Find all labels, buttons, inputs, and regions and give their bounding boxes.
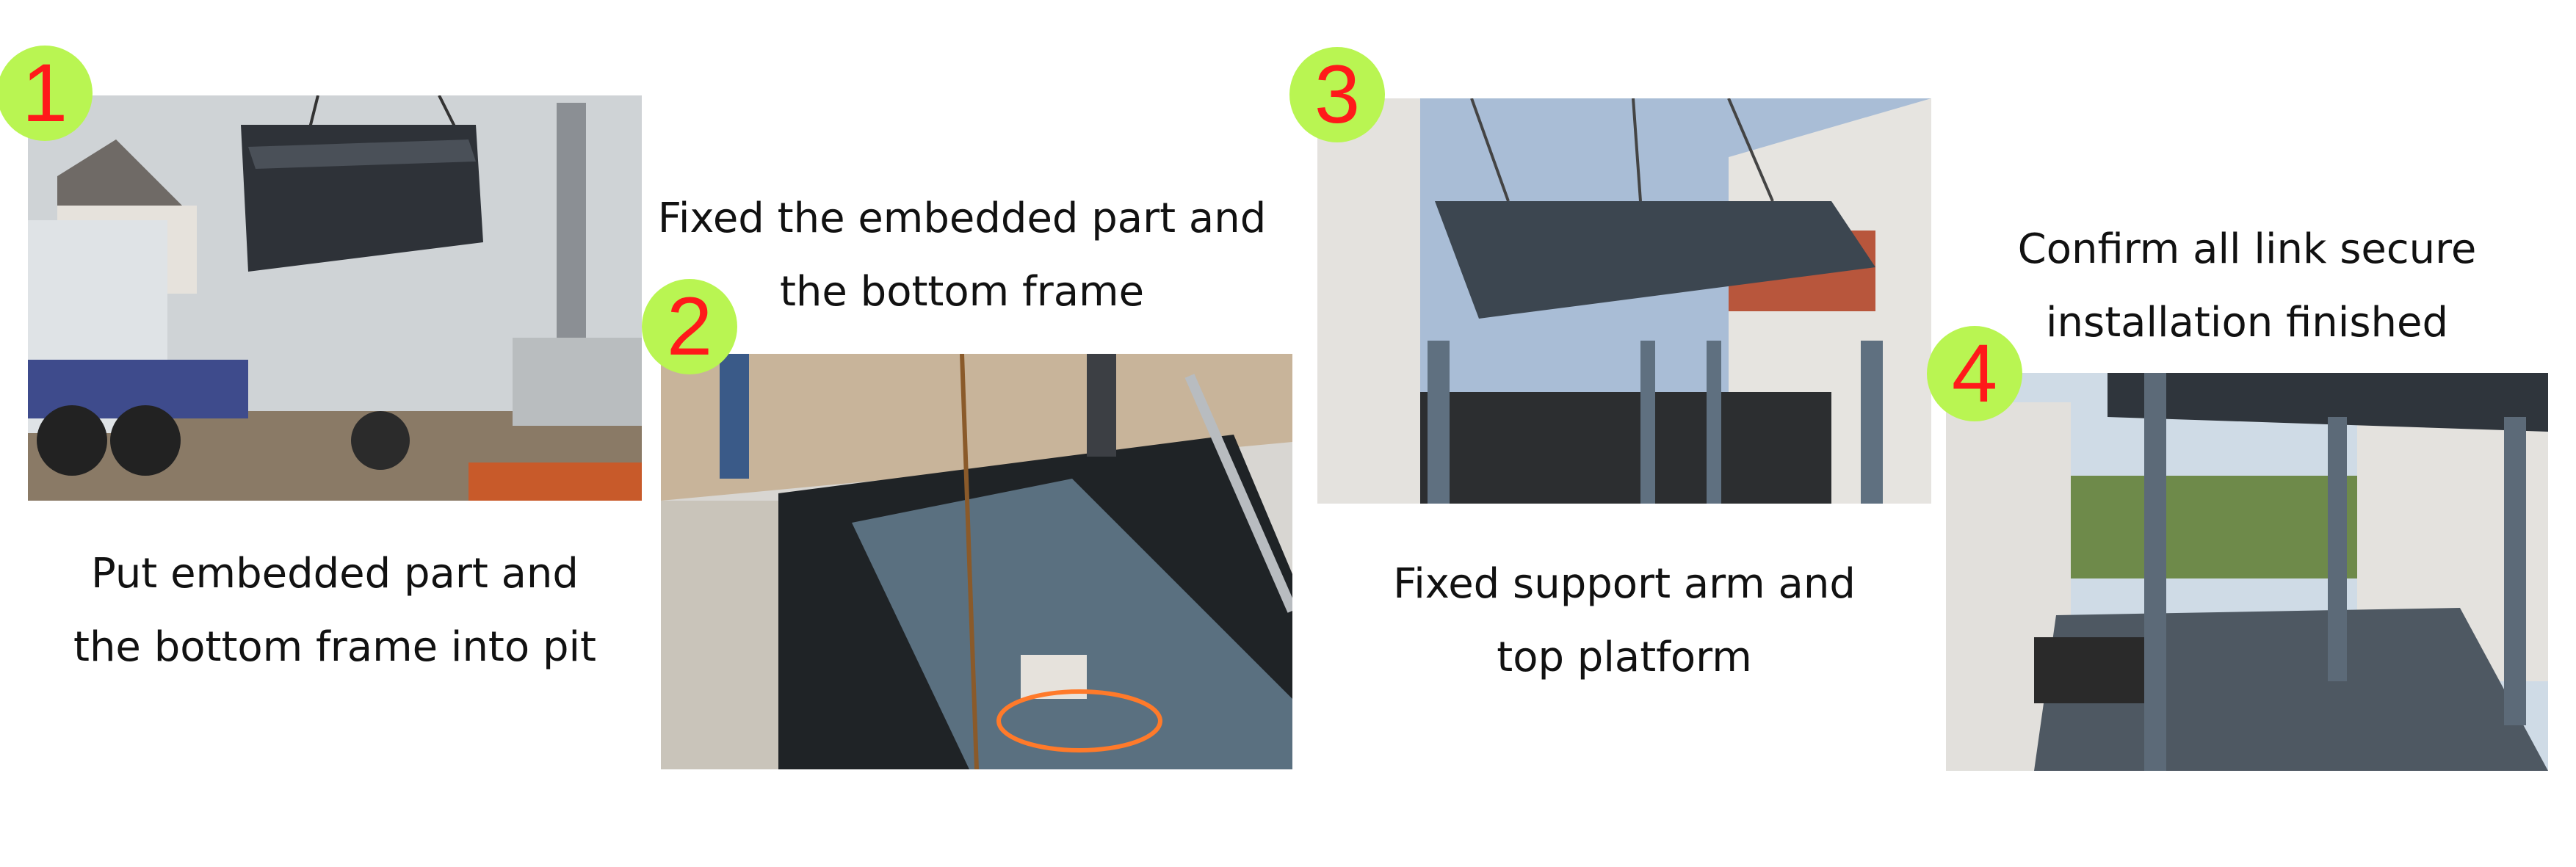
step-4-caption: Confirm all link secure installation fin…: [1946, 213, 2548, 360]
step-3-photo: [1317, 98, 1931, 504]
step-4-badge: 4: [1927, 326, 2022, 421]
step-1-caption-line-1: Put embedded part and: [91, 550, 579, 598]
step-1-caption-line-2: the bottom frame into pit: [73, 623, 597, 671]
step-4-photo: [1946, 373, 2548, 771]
step-2-badge: 2: [642, 279, 737, 374]
step-2-photo: [661, 354, 1292, 769]
step-3-caption-line-1: Fixed support arm and: [1393, 560, 1856, 608]
step-4-caption-line-1: Confirm all link secure: [2017, 225, 2477, 273]
step-1-photo: [28, 95, 642, 501]
step-4-caption-line-2: installation finished: [2046, 299, 2448, 347]
step-2-caption: Fixed the embedded part and the bottom f…: [646, 182, 1278, 329]
step-3-badge: 3: [1289, 47, 1385, 142]
step-2-caption-line-1: Fixed the embedded part and: [657, 195, 1267, 242]
step-2-caption-line-2: the bottom frame: [779, 268, 1145, 316]
step-1-badge: 1: [0, 46, 93, 141]
step-3-caption-line-2: top platform: [1497, 634, 1752, 681]
step-3-caption: Fixed support arm and top platform: [1317, 548, 1931, 694]
step-1-caption: Put embedded part and the bottom frame i…: [28, 537, 642, 684]
